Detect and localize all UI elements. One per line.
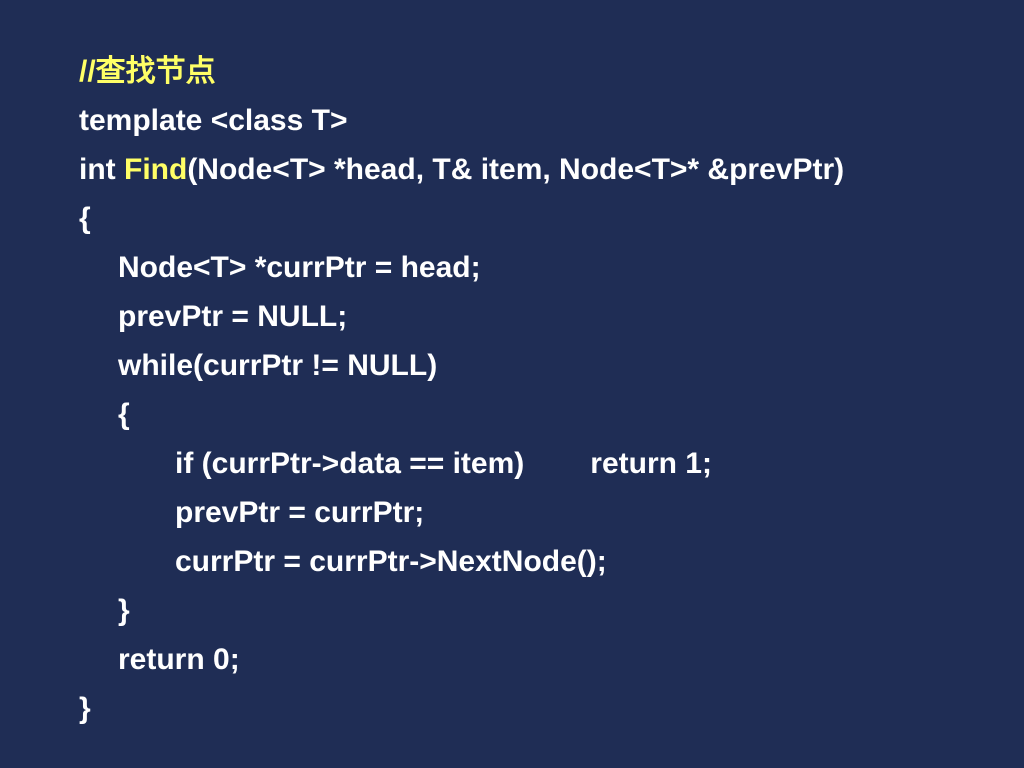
return-type: int [79, 153, 124, 186]
loop-open-brace: { [118, 398, 130, 431]
while-loop-header: while(currPtr != NULL) [118, 349, 438, 382]
template-declaration: template <class T> [79, 104, 348, 137]
curr-pointer-advance: currPtr = currPtr->NextNode(); [175, 545, 607, 578]
if-condition: if (currPtr->data == item) [175, 447, 525, 480]
if-return: return 1; [590, 447, 712, 480]
if-statement: if (currPtr->data == item) return 1; [79, 439, 844, 488]
loop-close-brace: } [118, 594, 130, 627]
return-zero: return 0; [118, 643, 240, 676]
parameter-list: (Node<T> *head, T& item, Node<T>* &prevP… [187, 153, 845, 186]
code-comment: //查找节点 [79, 55, 216, 88]
prev-pointer-assign: prevPtr = currPtr; [175, 496, 425, 529]
function-name: Find [124, 153, 188, 186]
curr-pointer-declaration: Node<T> *currPtr = head; [118, 251, 481, 284]
function-close-brace: } [79, 692, 91, 725]
function-open-brace: { [79, 202, 91, 235]
code-block: //查找节点 template <class T> int Find(Node<… [79, 47, 844, 733]
function-signature: int Find(Node<T> *head, T& item, Node<T>… [79, 145, 844, 194]
prev-pointer-init: prevPtr = NULL; [118, 300, 348, 333]
